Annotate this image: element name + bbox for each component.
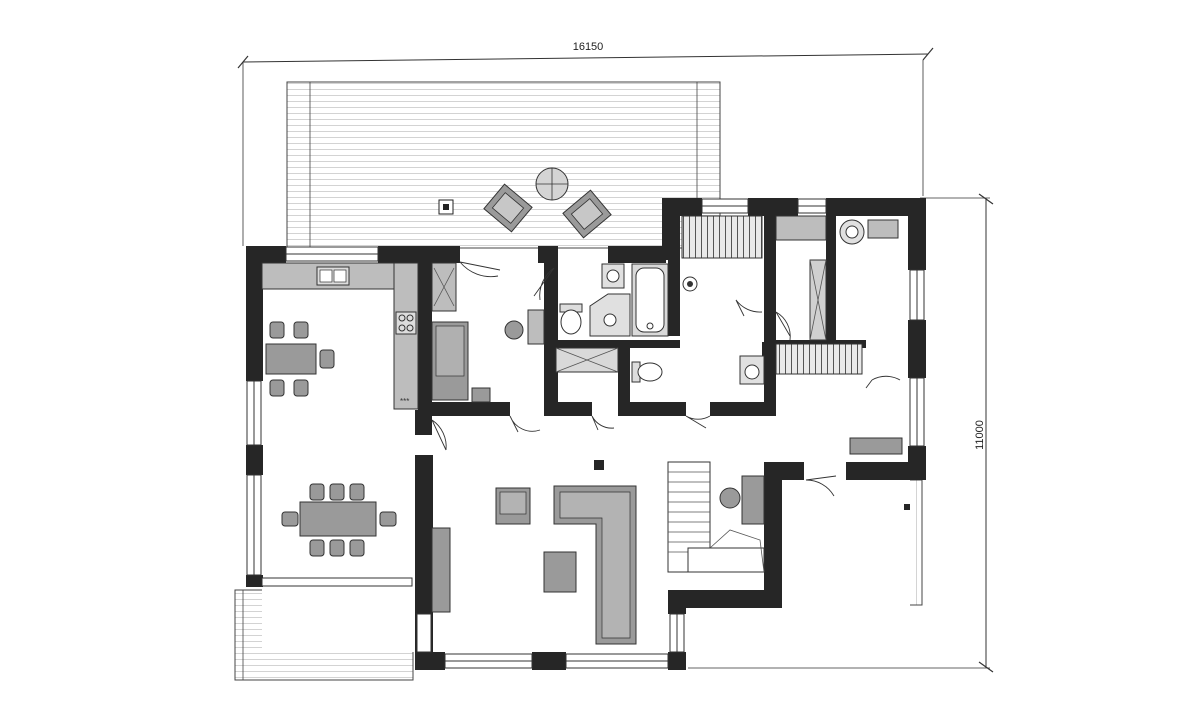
bathtub-icon	[631, 263, 669, 337]
living-room-furniture	[431, 460, 910, 645]
chair-icon	[269, 379, 285, 397]
height-dimension-label: 11000	[974, 420, 986, 450]
bathroom-fixtures	[555, 263, 765, 385]
main-staircase	[667, 461, 765, 573]
dining-table-set	[281, 483, 397, 557]
width-dimension-label: 16150	[573, 41, 604, 53]
chair-icon	[293, 321, 309, 339]
chair-icon	[504, 320, 524, 340]
kitchen-dining-set	[265, 321, 335, 397]
interior-walls	[415, 216, 866, 435]
stove-icon	[395, 311, 417, 335]
sectional-sofa-icon	[553, 485, 637, 645]
lounge-chair-icon	[483, 183, 533, 233]
dimension-height: 11000	[688, 193, 994, 673]
chair-icon	[293, 379, 309, 397]
kitchen-counter: ***	[261, 262, 419, 410]
tv-unit-icon	[431, 527, 451, 613]
door-swing-icon	[431, 261, 901, 497]
coffee-table-icon	[543, 551, 577, 593]
toilet-icon	[559, 303, 583, 335]
chair-icon	[309, 539, 325, 557]
round-table-icon	[535, 167, 569, 201]
chair-icon	[281, 511, 299, 527]
toilet-icon	[631, 361, 663, 383]
windows	[246, 198, 925, 669]
chair-icon	[329, 539, 345, 557]
hall-furniture	[719, 437, 903, 525]
chair-icon	[349, 539, 365, 557]
chair-icon	[309, 483, 325, 501]
desk-icon	[741, 475, 765, 525]
shoe-rack-icon	[775, 343, 863, 375]
desk-icon	[527, 309, 545, 345]
chair-icon	[319, 349, 335, 369]
bedroom-furniture	[431, 262, 545, 403]
terrace-lounge-set	[438, 167, 612, 239]
chair-icon	[379, 511, 397, 527]
staircase-icon	[681, 215, 763, 259]
dimension-width: 16150	[237, 41, 934, 246]
chair-icon	[719, 487, 741, 509]
svg-text:***: ***	[400, 397, 409, 406]
chair-icon	[329, 483, 345, 501]
chair-icon	[269, 321, 285, 339]
utility-area	[681, 215, 899, 375]
chair-icon	[349, 483, 365, 501]
lounge-chair-icon	[562, 189, 612, 239]
bench-icon	[849, 437, 903, 455]
